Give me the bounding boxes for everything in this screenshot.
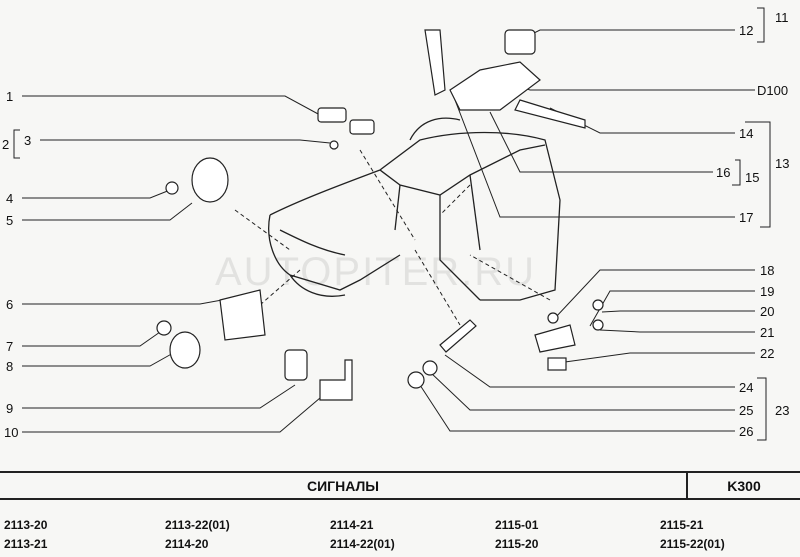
label-24: 24 bbox=[739, 380, 753, 395]
label-14: 14 bbox=[739, 126, 753, 141]
footer-mid-rule bbox=[0, 498, 800, 500]
model-column: 2115-01 2115-20 bbox=[495, 516, 538, 554]
lamp-part bbox=[504, 29, 536, 55]
footer-divider bbox=[686, 472, 688, 499]
label-8: 8 bbox=[6, 359, 13, 374]
model-code: 2115-20 bbox=[495, 537, 539, 551]
model-code: 2115-22(01) bbox=[660, 537, 725, 551]
watermark: AUTOPITER.RU bbox=[215, 250, 536, 294]
model-code: 2115-01 bbox=[495, 518, 539, 532]
label-18: 18 bbox=[760, 263, 774, 278]
section-title: СИГНАЛЫ bbox=[306, 478, 380, 494]
model-code: 2114-22(01) bbox=[330, 537, 395, 551]
parts bbox=[156, 29, 604, 401]
model-column: 2114-21 2114-22(01) bbox=[330, 516, 395, 554]
label-5: 5 bbox=[6, 213, 13, 228]
car-outline bbox=[268, 117, 561, 301]
label-17: 17 bbox=[739, 210, 753, 225]
model-code: 2114-20 bbox=[165, 537, 209, 551]
label-26: 26 bbox=[739, 424, 753, 439]
label-7: 7 bbox=[6, 339, 13, 354]
model-code: 2113-21 bbox=[4, 537, 48, 551]
steering-switch-part bbox=[449, 61, 541, 111]
side-repeater-part bbox=[317, 107, 347, 123]
label-19: 19 bbox=[760, 284, 774, 299]
label-10: 10 bbox=[4, 425, 18, 440]
nut-part bbox=[165, 181, 179, 195]
label-d100: D100 bbox=[757, 83, 788, 98]
model-code: 2114-21 bbox=[330, 518, 374, 532]
label-11: 11 bbox=[775, 10, 789, 25]
model-column: 2113-20 2113-21 bbox=[4, 516, 47, 554]
model-column: 2113-22(01) 2114-20 bbox=[165, 516, 230, 554]
model-code: 2115-21 bbox=[660, 518, 704, 532]
switch-part bbox=[284, 349, 308, 381]
brake-switch-bracket bbox=[534, 324, 576, 353]
section-code: K300 bbox=[727, 478, 761, 494]
label-4: 4 bbox=[6, 191, 13, 206]
label-6: 6 bbox=[6, 297, 13, 312]
label-12: 12 bbox=[739, 23, 753, 38]
label-15: 15 bbox=[745, 170, 759, 185]
label-2: 2 bbox=[2, 137, 9, 152]
horn-part-2 bbox=[169, 331, 201, 369]
footer-top-rule bbox=[0, 471, 800, 473]
model-code: 2113-20 bbox=[4, 518, 48, 532]
bolt-part bbox=[439, 319, 477, 353]
label-1: 1 bbox=[6, 89, 13, 104]
label-23: 23 bbox=[775, 403, 789, 418]
label-20: 20 bbox=[760, 304, 774, 319]
model-column: 2115-21 2115-22(01) bbox=[660, 516, 725, 554]
label-21: 21 bbox=[760, 325, 774, 340]
label-16: 16 bbox=[716, 165, 730, 180]
parts-diagram: AUTOPITER.RU bbox=[2, 7, 789, 441]
label-9: 9 bbox=[6, 401, 13, 416]
label-13: 13 bbox=[775, 156, 789, 171]
horn-part bbox=[191, 157, 229, 203]
label-25: 25 bbox=[739, 403, 753, 418]
label-3: 3 bbox=[24, 133, 31, 148]
callout-labels: 1 2 3 4 5 6 7 8 9 10 11 12 D100 13 14 15… bbox=[2, 10, 789, 440]
label-22: 22 bbox=[760, 346, 774, 361]
model-code: 2113-22(01) bbox=[165, 518, 230, 532]
bracket-part bbox=[219, 289, 266, 341]
leader-lines bbox=[13, 7, 771, 441]
